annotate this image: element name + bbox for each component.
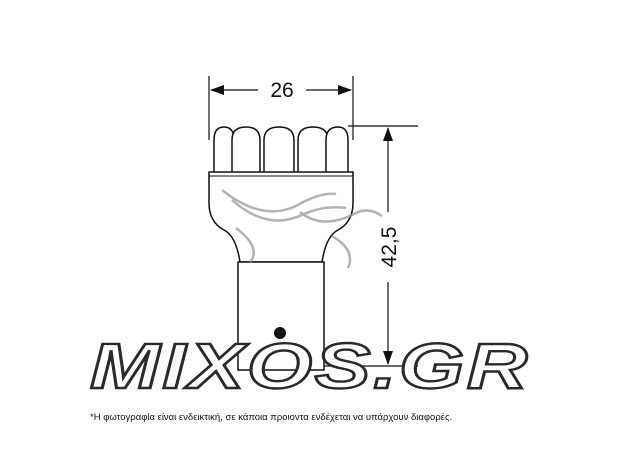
bulb-collar — [208, 171, 354, 263]
watermark-logo: MIXOS.GR — [89, 329, 530, 403]
watermark-swoosh — [221, 189, 383, 269]
led-chip-2 — [231, 126, 261, 172]
led-chips — [213, 126, 349, 172]
led-chip-3 — [263, 126, 295, 172]
width-label: 26 — [270, 79, 293, 102]
bayonet-pin — [274, 327, 286, 339]
led-chip-5 — [325, 126, 349, 172]
width-dimension — [208, 76, 354, 140]
bulb-base — [237, 261, 325, 371]
led-chip-1 — [213, 126, 235, 172]
watermark-logo-text: MIXOS.GR — [90, 330, 530, 402]
footnote: *Η φωτογραφία είναι ενδεικτική, σε κάποι… — [90, 412, 453, 423]
led-chip-4 — [297, 126, 329, 172]
height-label: 42,5 — [378, 227, 401, 268]
